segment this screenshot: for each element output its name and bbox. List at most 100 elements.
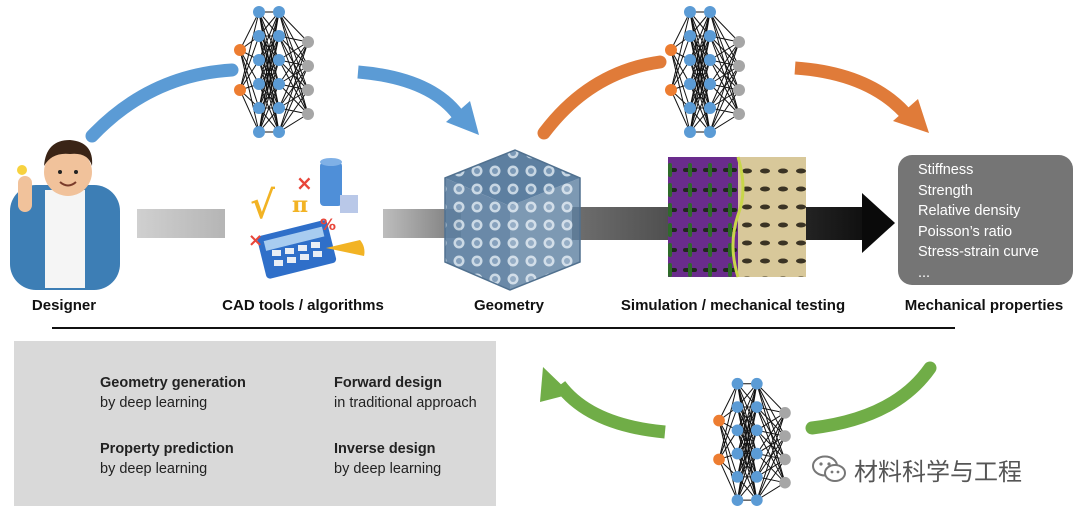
nn-node [704,30,716,42]
curved-arrow-orange-right [794,61,929,133]
nn-node [684,126,696,138]
nn-node [704,78,716,90]
neural-network-icon-inverse [713,377,791,506]
nn-node [273,6,285,18]
nn-node [731,471,744,483]
nn-node [684,102,696,114]
nn-node [273,30,285,42]
legend-panel: Geometry generation by deep learning For… [14,341,496,506]
stage-label-geometry: Geometry [473,297,545,314]
mechanical-properties-box: Stiffness Strength Relative density Pois… [898,155,1073,285]
nn-node [733,108,745,120]
stage-label-cad: CAD tools / algorithms [222,297,384,314]
nn-node [273,78,285,90]
legend-forward-design: Forward design in traditional approach [334,373,477,413]
nn-node [731,377,744,390]
nn-node [704,54,716,66]
nn-node [273,102,285,114]
nn-node [779,476,791,489]
legend-title: Property prediction [100,441,234,457]
watermark: 材料科学与工程 [812,452,1052,486]
nn-node [684,78,696,90]
nn-node [713,453,725,466]
nn-node [273,126,285,138]
property-item: Stiffness [918,162,974,178]
property-item: Poisson’s ratio [918,223,1013,240]
property-item: ... [918,264,931,281]
neural-network-icon-geometry [234,6,314,138]
legend-subtitle: by deep learning [100,395,208,411]
svg-text:√: √ [250,182,276,227]
nn-node [751,447,763,460]
legend-subtitle: by deep learning [334,461,442,477]
nn-node [302,36,314,48]
nn-node [253,54,265,66]
nn-node [704,6,716,18]
nn-node [779,407,791,419]
curved-arrow-green-right [805,361,937,435]
nn-node [779,453,791,466]
nn-node [253,78,265,90]
nn-node [302,108,314,120]
legend-geometry-generation: Geometry generation by deep learning [100,373,246,413]
nn-node [253,102,265,114]
property-item: Relative density [918,203,1021,219]
svg-text:%: % [320,215,336,234]
curved-arrow-orange-left [537,55,667,140]
nn-node [684,54,696,66]
nn-node [751,494,763,506]
forward-arrow-segment-1 [137,209,225,238]
nn-node [704,102,716,114]
watermark-text: 材料科学与工程 [854,457,1022,486]
nn-node [704,126,716,138]
nn-node [733,36,745,48]
nn-node [302,60,314,72]
legend-inverse-design: Inverse design by deep learning [334,439,441,479]
stage-label-simulation: Simulation / mechanical testing [620,297,846,314]
nn-node [234,44,246,56]
property-item: Strength [918,182,973,199]
nn-node [731,447,744,460]
nn-node [713,414,725,427]
svg-text:π: π [292,192,308,218]
nn-node [665,44,677,56]
legend-title: Inverse design [334,441,436,457]
nn-node [234,84,246,96]
legend-subtitle: by deep learning [100,461,208,477]
nn-node [253,126,265,138]
curved-arrow-green-left [540,367,666,439]
legend-subtitle: in traditional approach [334,395,477,411]
nn-node [733,84,745,96]
wechat-icon [812,455,846,482]
nn-node [733,60,745,72]
legend-title: Forward design [334,375,442,391]
stage-label-properties: Mechanical properties [904,297,1064,314]
curved-arrow-blue-left [85,63,239,143]
designer-illustration [10,140,120,290]
neural-network-icon-property [665,6,745,138]
nn-node [751,377,763,390]
nn-node [273,54,285,66]
legend-title: Geometry generation [100,375,246,391]
nn-node [731,494,744,506]
cad-tools-illustration: √ × π × % [248,158,365,279]
svg-text:×: × [248,230,263,251]
nn-node [731,401,744,413]
nn-node [302,84,314,96]
property-item: Stress-strain curve [918,244,1039,260]
nn-node [665,84,677,96]
nn-node [779,430,791,442]
nn-node [751,471,763,483]
lattice-geometry-illustration [444,149,581,291]
nn-node [253,30,265,42]
simulation-testing-image [668,156,806,278]
nn-node [684,6,696,18]
lightbulb-icon [17,165,27,175]
stage-label-designer: Designer [31,297,97,314]
legend-property-prediction: Property prediction by deep learning [100,439,234,479]
svg-text:×: × [296,171,313,195]
nn-node [731,424,744,437]
nn-node [684,30,696,42]
nn-node [751,401,763,413]
nn-node [253,6,265,18]
